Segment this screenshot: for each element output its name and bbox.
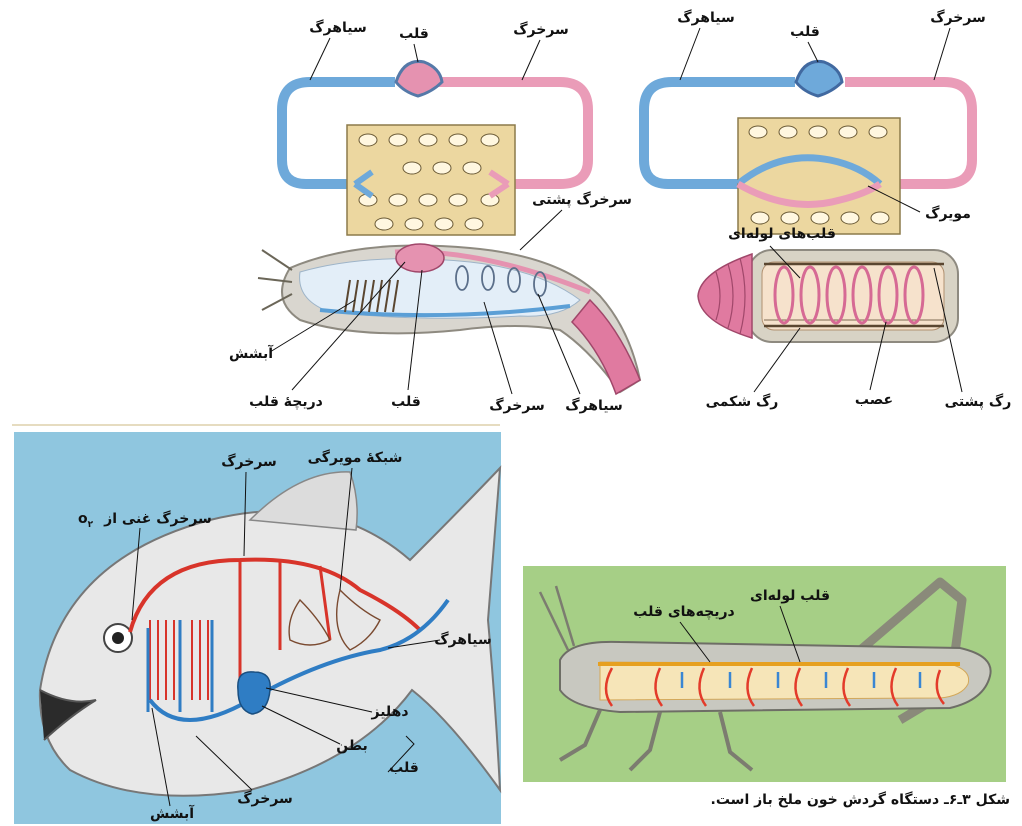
open-artery-label: سرخرگ <box>930 9 986 26</box>
worm-nerve-label: عصب <box>855 392 893 408</box>
open-vein-pointer <box>680 28 700 80</box>
shrimp-dorsal-artery-pointer <box>520 210 562 250</box>
shrimp-heart-valve-label: دریچهٔ قلب <box>249 394 323 410</box>
worm-dorsal-vessel-label: رگ پشتی <box>945 393 1012 410</box>
shrimp-dorsal-artery-label: سرخرگ پشتی <box>532 191 632 208</box>
grasshopper-tubular-heart-label: قلب لوله‌ای <box>750 588 830 604</box>
worm-tubular-hearts-label: قلب‌های لوله‌ای <box>728 226 836 242</box>
worm-head <box>698 254 752 338</box>
fish-ventricle-label: بطن <box>336 738 368 754</box>
open-vein-label: سیاهرگ <box>677 9 735 26</box>
fish-atrium-label: دهلیز <box>370 704 408 720</box>
fish-artery-top-label: سرخرگ <box>221 453 277 470</box>
fish-heart-label: قلب <box>389 760 419 776</box>
closed-heart-label: قلب <box>399 26 429 42</box>
shrimp-artery-label: سرخرگ <box>489 397 545 414</box>
open-heart-shape <box>796 61 842 96</box>
fish-oxygen-subscript: ۲ <box>88 520 94 530</box>
earthworm-diagram: قلب‌های لوله‌ای رگ پشتی عصب رگ شکمی <box>698 226 1011 410</box>
shrimp-gills-label: آبشش <box>229 344 274 362</box>
fish-oxygen-rich-artery-label: سرخرگ غنی از <box>103 510 212 527</box>
shrimp-heart-label: قلب <box>391 394 421 410</box>
shrimp-vein-label: سیاهرگ <box>565 397 623 414</box>
fish-capillary-network-label: شبکهٔ مویرگی <box>308 449 403 466</box>
closed-heart-pointer <box>414 44 418 62</box>
open-artery-pointer <box>934 28 950 80</box>
grasshopper-heart-valves-label: دریچه‌های قلب <box>633 604 734 620</box>
fish-diagram: سرخرگ شبکهٔ مویرگی سرخرگ غنی از o۲ سیاهر… <box>14 432 501 824</box>
closed-vein-pointer <box>310 38 330 80</box>
closed-vein-label: سیاهرگ <box>309 19 367 36</box>
fish-pupil <box>112 632 124 644</box>
closed-artery-label: سرخرگ <box>513 21 569 38</box>
fish-oxygen-o: o <box>78 511 88 527</box>
closed-heart-shape <box>396 61 442 96</box>
open-capillary-label: مویرگ <box>925 205 971 222</box>
open-heart-pointer <box>808 42 818 62</box>
fish-gills-label: آبشش <box>150 804 195 822</box>
fish-artery-bottom-label: سرخرگ <box>237 790 293 807</box>
grasshopper-diagram: قلب لوله‌ای دریچه‌های قلب <box>523 566 1006 782</box>
capillary-circulation-diagram: سیاهرگ قلب سرخرگ مویرگ <box>644 9 986 234</box>
closed-artery-pointer <box>522 40 540 80</box>
worm-ventral-vessel-label: رگ شکمی <box>706 393 779 410</box>
fish-vein-label: سیاهرگ <box>434 631 492 648</box>
open-heart-label: قلب <box>790 24 820 40</box>
shrimp-heart-shape <box>396 244 444 272</box>
figure-caption: شکل ۳ـ۶ـ دستگاه گردش خون ملخ باز است. <box>600 792 1010 808</box>
